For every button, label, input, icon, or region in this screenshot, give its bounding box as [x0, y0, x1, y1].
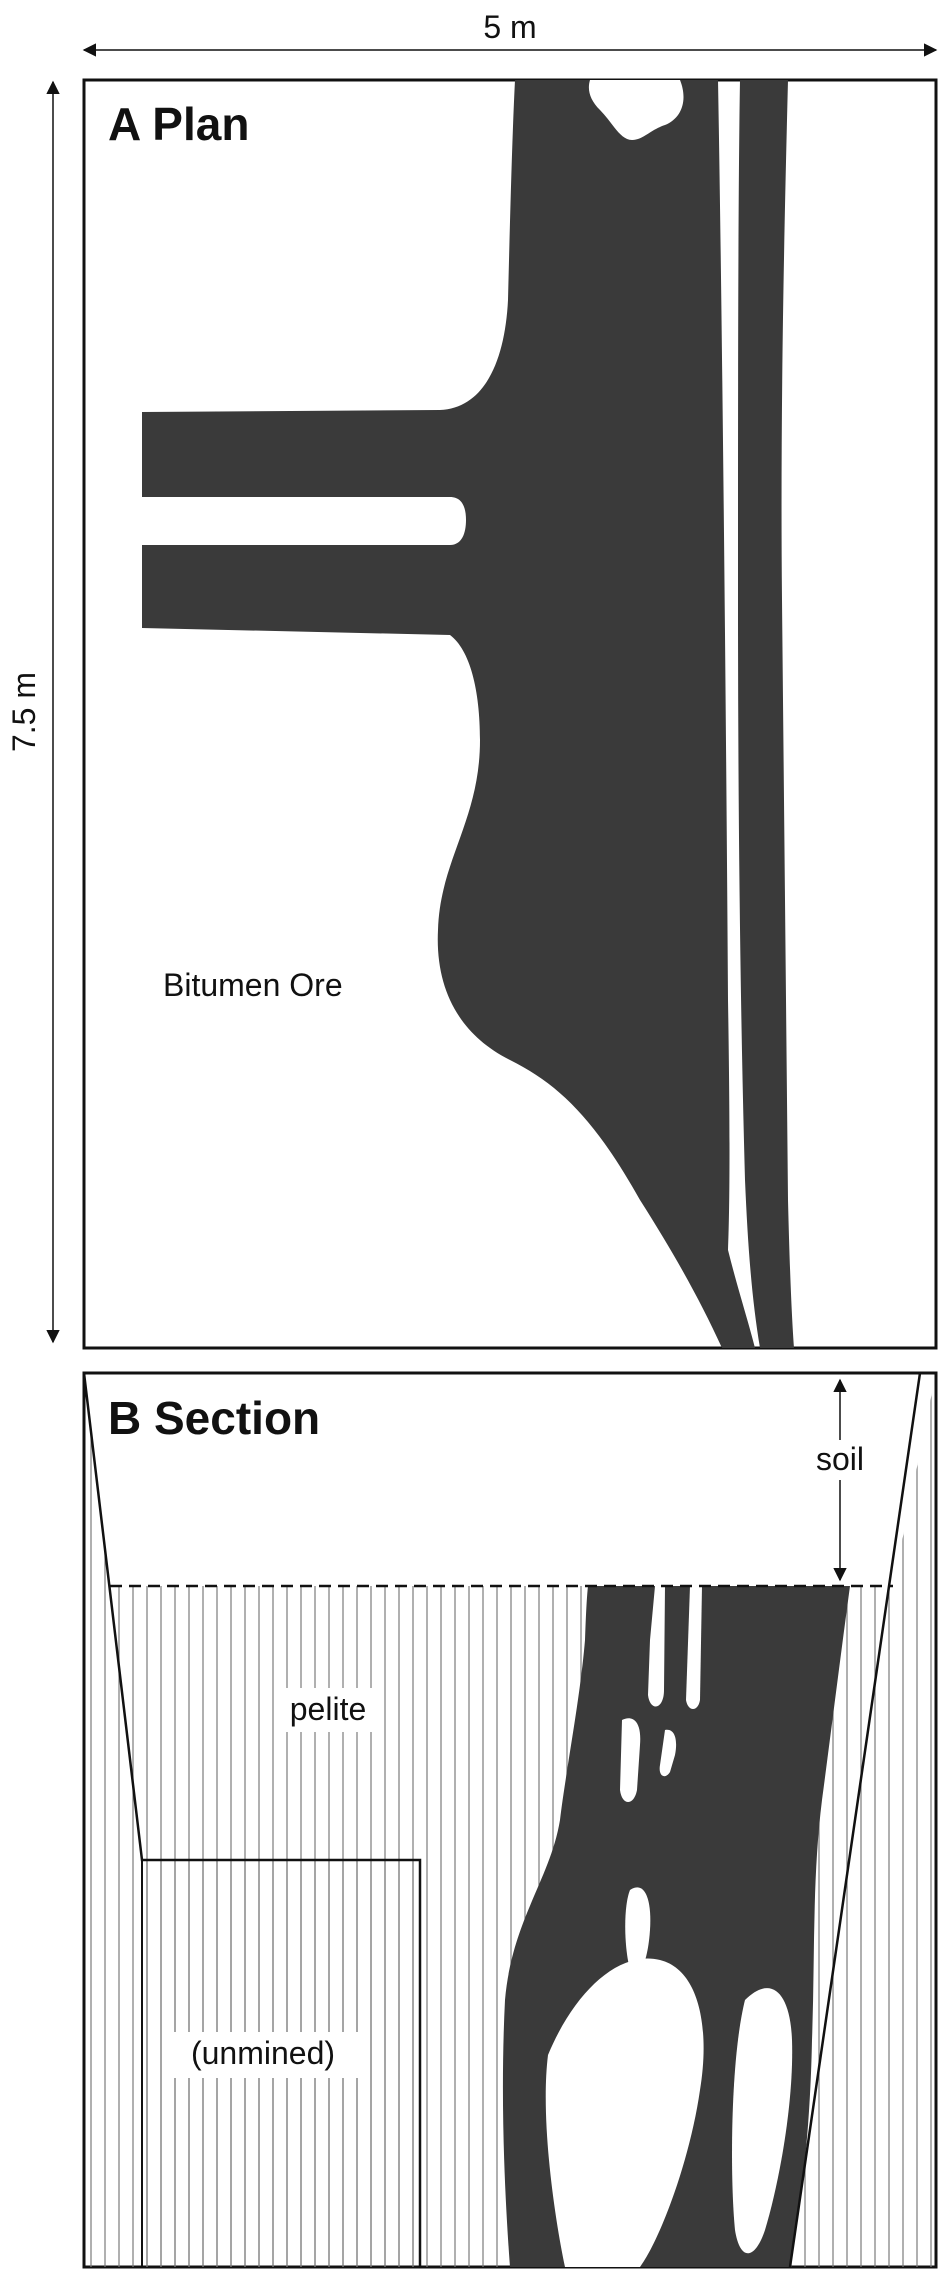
section-title: B Section	[108, 1392, 320, 1444]
plan-top-inclusion	[588, 80, 684, 140]
height-dimension: 7.5 m	[6, 80, 60, 1344]
unmined-label: (unmined)	[191, 2035, 335, 2071]
soil-label: soil	[816, 1441, 864, 1477]
plan-ore-strip	[738, 80, 794, 1348]
ore-hole-7	[732, 1988, 793, 2254]
ore-hole-5	[625, 1887, 651, 1976]
pelite-label: pelite	[290, 1691, 367, 1727]
ore-hole-3	[620, 1718, 641, 1802]
ore-hole-4	[659, 1729, 677, 1777]
ore-label: Bitumen Ore	[163, 967, 343, 1003]
plan-title: A Plan	[108, 98, 249, 150]
pit-wall-right	[788, 1373, 922, 2267]
plan-ore-body	[142, 80, 755, 1348]
width-dimension: 5 m	[82, 9, 938, 57]
ore-hole-2	[686, 1586, 702, 1709]
section-panel: soil pelite (unmined) B Section	[82, 1371, 938, 2269]
pit-wall-left	[84, 1373, 422, 2267]
ore-hole-6	[545, 1958, 704, 2267]
width-label: 5 m	[483, 9, 536, 45]
height-label: 7.5 m	[6, 672, 42, 752]
ore-hole-1	[648, 1586, 665, 1707]
plan-panel: A Plan Bitumen Ore	[82, 78, 938, 1350]
right-wall-hatch	[893, 1373, 936, 1586]
